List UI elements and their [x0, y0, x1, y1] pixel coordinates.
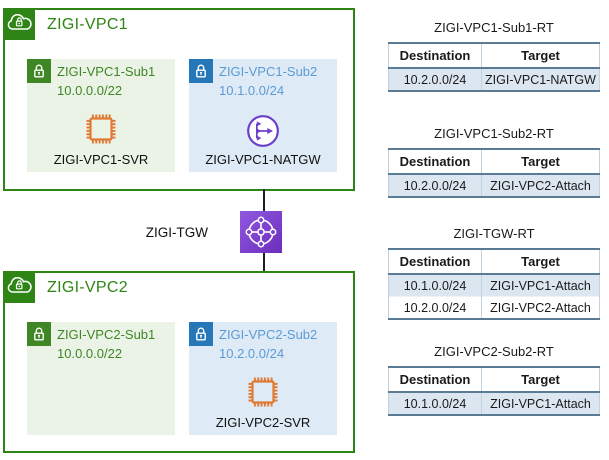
route-row: 10.1.0.0/24 ZIGI-VPC1-Attach	[388, 392, 600, 415]
subnet-name: ZIGI-VPC2-Sub2	[219, 327, 318, 342]
route-table: Destination Target 10.2.0.0/24 ZIGI-VPC1…	[388, 42, 600, 92]
resource-label: ZIGI-VPC1-NATGW	[205, 152, 321, 167]
route-destination: 10.1.0.0/24	[388, 392, 482, 415]
subnet-cidr: 10.0.0.0/22	[57, 83, 123, 98]
vpc-cloud-lock-icon	[3, 271, 35, 303]
route-target: ZIGI-VPC1-Attach	[481, 274, 600, 297]
resource-label: ZIGI-VPC1-SVR	[53, 152, 149, 167]
vpc2-subnet1: ZIGI-VPC2-Sub1 10.0.0.0/22	[27, 322, 175, 435]
col-header-target: Target	[481, 367, 600, 393]
vpc1-svr-resource: ZIGI-VPC1-SVR	[27, 108, 175, 167]
vpc2-container: ZIGI-VPC2 ZIGI-VPC2-Sub1 10.0.0.0/22	[3, 271, 355, 453]
route-destination: 10.2.0.0/24	[388, 68, 482, 91]
vpc1-title: ZIGI-VPC1	[47, 16, 128, 33]
col-header-target: Target	[481, 43, 600, 69]
col-header-target: Target	[481, 149, 600, 175]
route-table: Destination Target 10.1.0.0/24 ZIGI-VPC1…	[388, 248, 600, 320]
subnet-name: ZIGI-VPC2-Sub1	[57, 327, 156, 342]
private-subnet-lock-icon	[27, 59, 51, 83]
route-target: ZIGI-VPC1-Attach	[481, 392, 600, 415]
route-target: ZIGI-VPC2-Attach	[481, 296, 600, 319]
vpc2-svr-resource: ZIGI-VPC2-SVR	[189, 371, 337, 430]
route-table-title: ZIGI-VPC1-Sub1-RT	[434, 20, 554, 35]
route-destination: 10.2.0.0/24	[388, 174, 482, 197]
subnet-cidr: 10.1.0.0/24	[219, 83, 285, 98]
route-table-title: ZIGI-VPC1-Sub2-RT	[434, 126, 554, 141]
col-header-target: Target	[481, 249, 600, 275]
route-row: 10.2.0.0/24 ZIGI-VPC1-NATGW	[388, 68, 600, 91]
route-table-vpc1-sub1-rt: ZIGI-VPC1-Sub1-RT Destination Target 10.…	[388, 20, 600, 92]
route-table: Destination Target 10.2.0.0/24 ZIGI-VPC2…	[388, 148, 600, 198]
subnet-name: ZIGI-VPC1-Sub2	[219, 64, 318, 79]
vpc1-natgw-resource: ZIGI-VPC1-NATGW	[189, 112, 337, 167]
vpc-cloud-lock-icon	[3, 8, 35, 40]
route-table-vpc2-sub2-rt: ZIGI-VPC2-Sub2-RT Destination Target 10.…	[388, 344, 600, 416]
server-chip-icon	[86, 114, 116, 144]
vpc1-subnet1: ZIGI-VPC1-Sub1 10.0.0.0/22 ZIGI-VPC1-SVR	[27, 59, 175, 172]
private-subnet-lock-icon	[189, 59, 213, 83]
route-table-title: ZIGI-TGW-RT	[453, 226, 535, 241]
subnet-name: ZIGI-VPC1-Sub1	[57, 64, 156, 79]
subnet-cidr: 10.2.0.0/24	[219, 346, 285, 361]
vpc2-title: ZIGI-VPC2	[47, 279, 128, 296]
col-header-destination: Destination	[388, 249, 482, 275]
resource-label: ZIGI-VPC2-SVR	[215, 415, 311, 430]
route-row: 10.2.0.0/24 ZIGI-VPC2-Attach	[388, 296, 600, 319]
vpc1-container: ZIGI-VPC1 ZIGI-VPC1-Sub1 10.0.0.0/22	[3, 8, 355, 191]
col-header-destination: Destination	[388, 367, 482, 393]
col-header-destination: Destination	[388, 43, 482, 69]
subnet-cidr: 10.0.0.0/22	[57, 346, 123, 361]
private-subnet-lock-icon	[27, 322, 51, 346]
private-subnet-lock-icon	[189, 322, 213, 346]
route-destination: 10.2.0.0/24	[388, 296, 482, 319]
route-row: 10.2.0.0/24 ZIGI-VPC2-Attach	[388, 174, 600, 197]
nat-gateway-icon	[247, 115, 279, 147]
route-row: 10.1.0.0/24 ZIGI-VPC1-Attach	[388, 274, 600, 297]
route-destination: 10.1.0.0/24	[388, 274, 482, 297]
tgw-label: ZIGI-TGW	[145, 225, 208, 240]
server-chip-icon	[248, 377, 278, 407]
route-table-vpc1-sub2-rt: ZIGI-VPC1-Sub2-RT Destination Target 10.…	[388, 126, 600, 198]
route-target: ZIGI-VPC1-NATGW	[481, 68, 600, 91]
route-target: ZIGI-VPC2-Attach	[481, 174, 600, 197]
route-table: Destination Target 10.1.0.0/24 ZIGI-VPC1…	[388, 366, 600, 416]
vpc1-subnet2: ZIGI-VPC1-Sub2 10.1.0.0/24 ZIGI-VPC1-NAT…	[189, 59, 337, 172]
transit-gateway-icon	[240, 211, 282, 253]
route-table-tgw-rt: ZIGI-TGW-RT Destination Target 10.1.0.0/…	[388, 226, 600, 320]
vpc2-subnet2: ZIGI-VPC2-Sub2 10.2.0.0/24 ZIGI-VPC2-SVR	[189, 322, 337, 435]
route-table-title: ZIGI-VPC2-Sub2-RT	[434, 344, 554, 359]
col-header-destination: Destination	[388, 149, 482, 175]
